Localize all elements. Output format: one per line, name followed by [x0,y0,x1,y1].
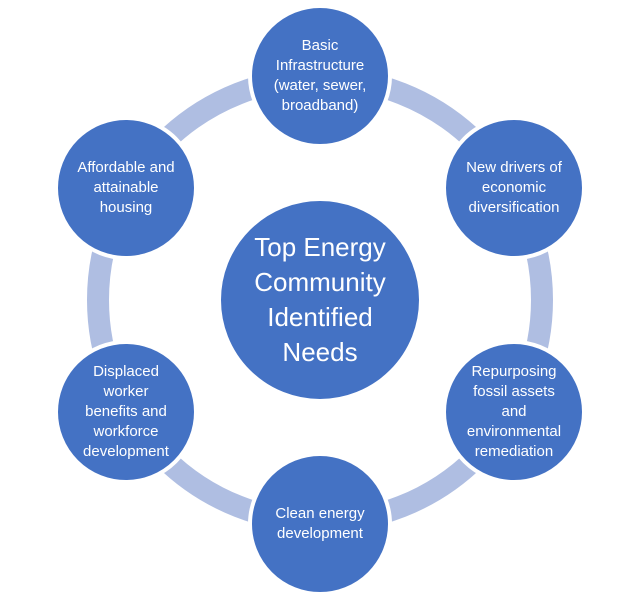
node-label: Displaced worker benefits and workforce … [83,363,169,460]
node-fossil-assets-remediation: Repurposing fossil assets and environmen… [442,340,586,484]
node-label: Clean energy development [275,505,365,542]
center-node-top-energy-community-identified-needs: Top Energy Community Identified Needs [217,197,423,403]
node-label: New drivers of economic diversification [466,159,562,216]
node-displaced-workers: Displaced worker benefits and workforce … [54,340,198,484]
node-basic-infrastructure: Basic Infrastructure (water, sewer, broa… [248,4,392,148]
node-label: Repurposing fossil assets and environmen… [466,363,562,460]
node-affordable-housing: Affordable and attainable housing [54,116,198,260]
node-label: Basic Infrastructure (water, sewer, broa… [273,37,367,114]
center-node-label: Top Energy Community Identified Needs [254,231,386,368]
node-clean-energy: Clean energy development [248,452,392,596]
node-economic-diversification: New drivers of economic diversification [442,116,586,260]
node-label: Affordable and attainable housing [77,159,175,216]
